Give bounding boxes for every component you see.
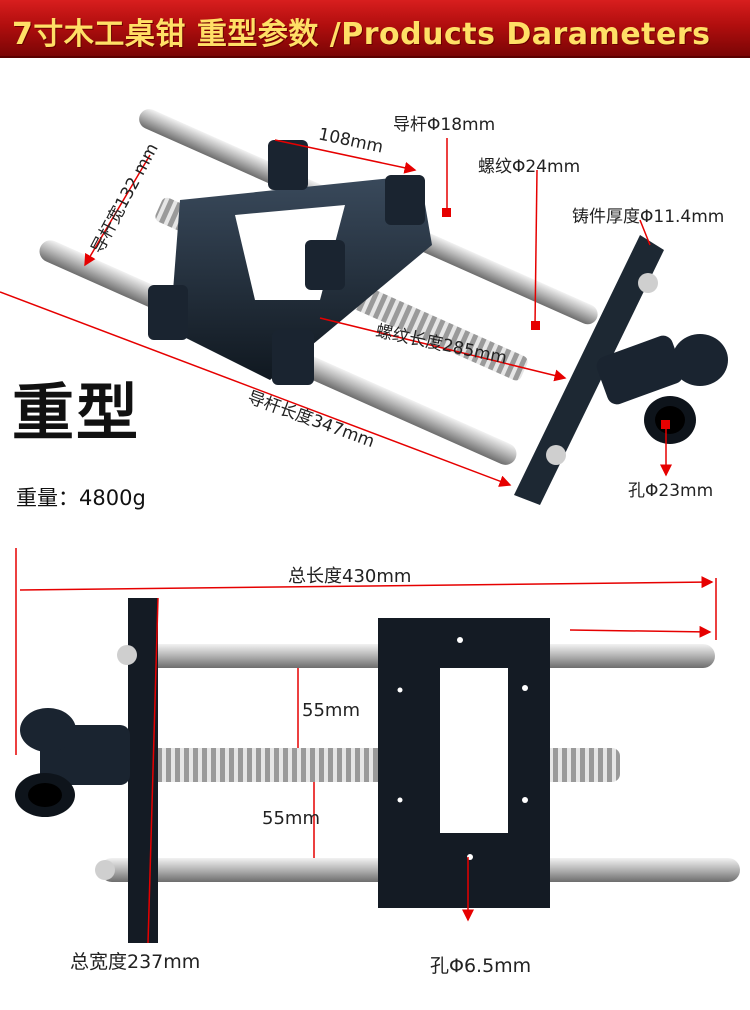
weight-label: 重量：4800g <box>16 486 146 510</box>
header-banner: 7寸木工桌钳 重型参数 /Products Darameters <box>0 0 750 58</box>
header-title: 7寸木工桌钳 重型参数 /Products Darameters <box>12 17 711 52</box>
label-spacing-lower: 55mm <box>262 808 320 829</box>
label-total-width: 总宽度237mm <box>70 951 201 973</box>
label-hole: 孔Φ23mm <box>628 481 714 501</box>
top-dimension-lines <box>0 138 672 487</box>
top-front-jaw <box>514 235 664 505</box>
label-thread-diameter: 螺纹Φ24mm <box>478 157 581 177</box>
marker-thread <box>531 321 540 330</box>
top-rear-casting <box>148 140 432 385</box>
label-casting-thickness: 铸件厚度Φ11.4mm <box>572 207 725 227</box>
label-hole-small: 孔Φ6.5mm <box>430 955 532 977</box>
bottom-dimension-lines <box>15 548 717 944</box>
bottom-handle-hub <box>15 708 130 817</box>
label-rod-diameter: 导杆Φ18mm <box>393 115 496 135</box>
type-label: 重型 <box>12 376 141 449</box>
bottom-rear-casting <box>378 618 550 908</box>
label-spacing-upper: 55mm <box>302 700 360 721</box>
label-total-length: 总长度430mm <box>288 566 412 587</box>
marker-hole <box>661 420 670 429</box>
marker-rod <box>442 208 451 217</box>
